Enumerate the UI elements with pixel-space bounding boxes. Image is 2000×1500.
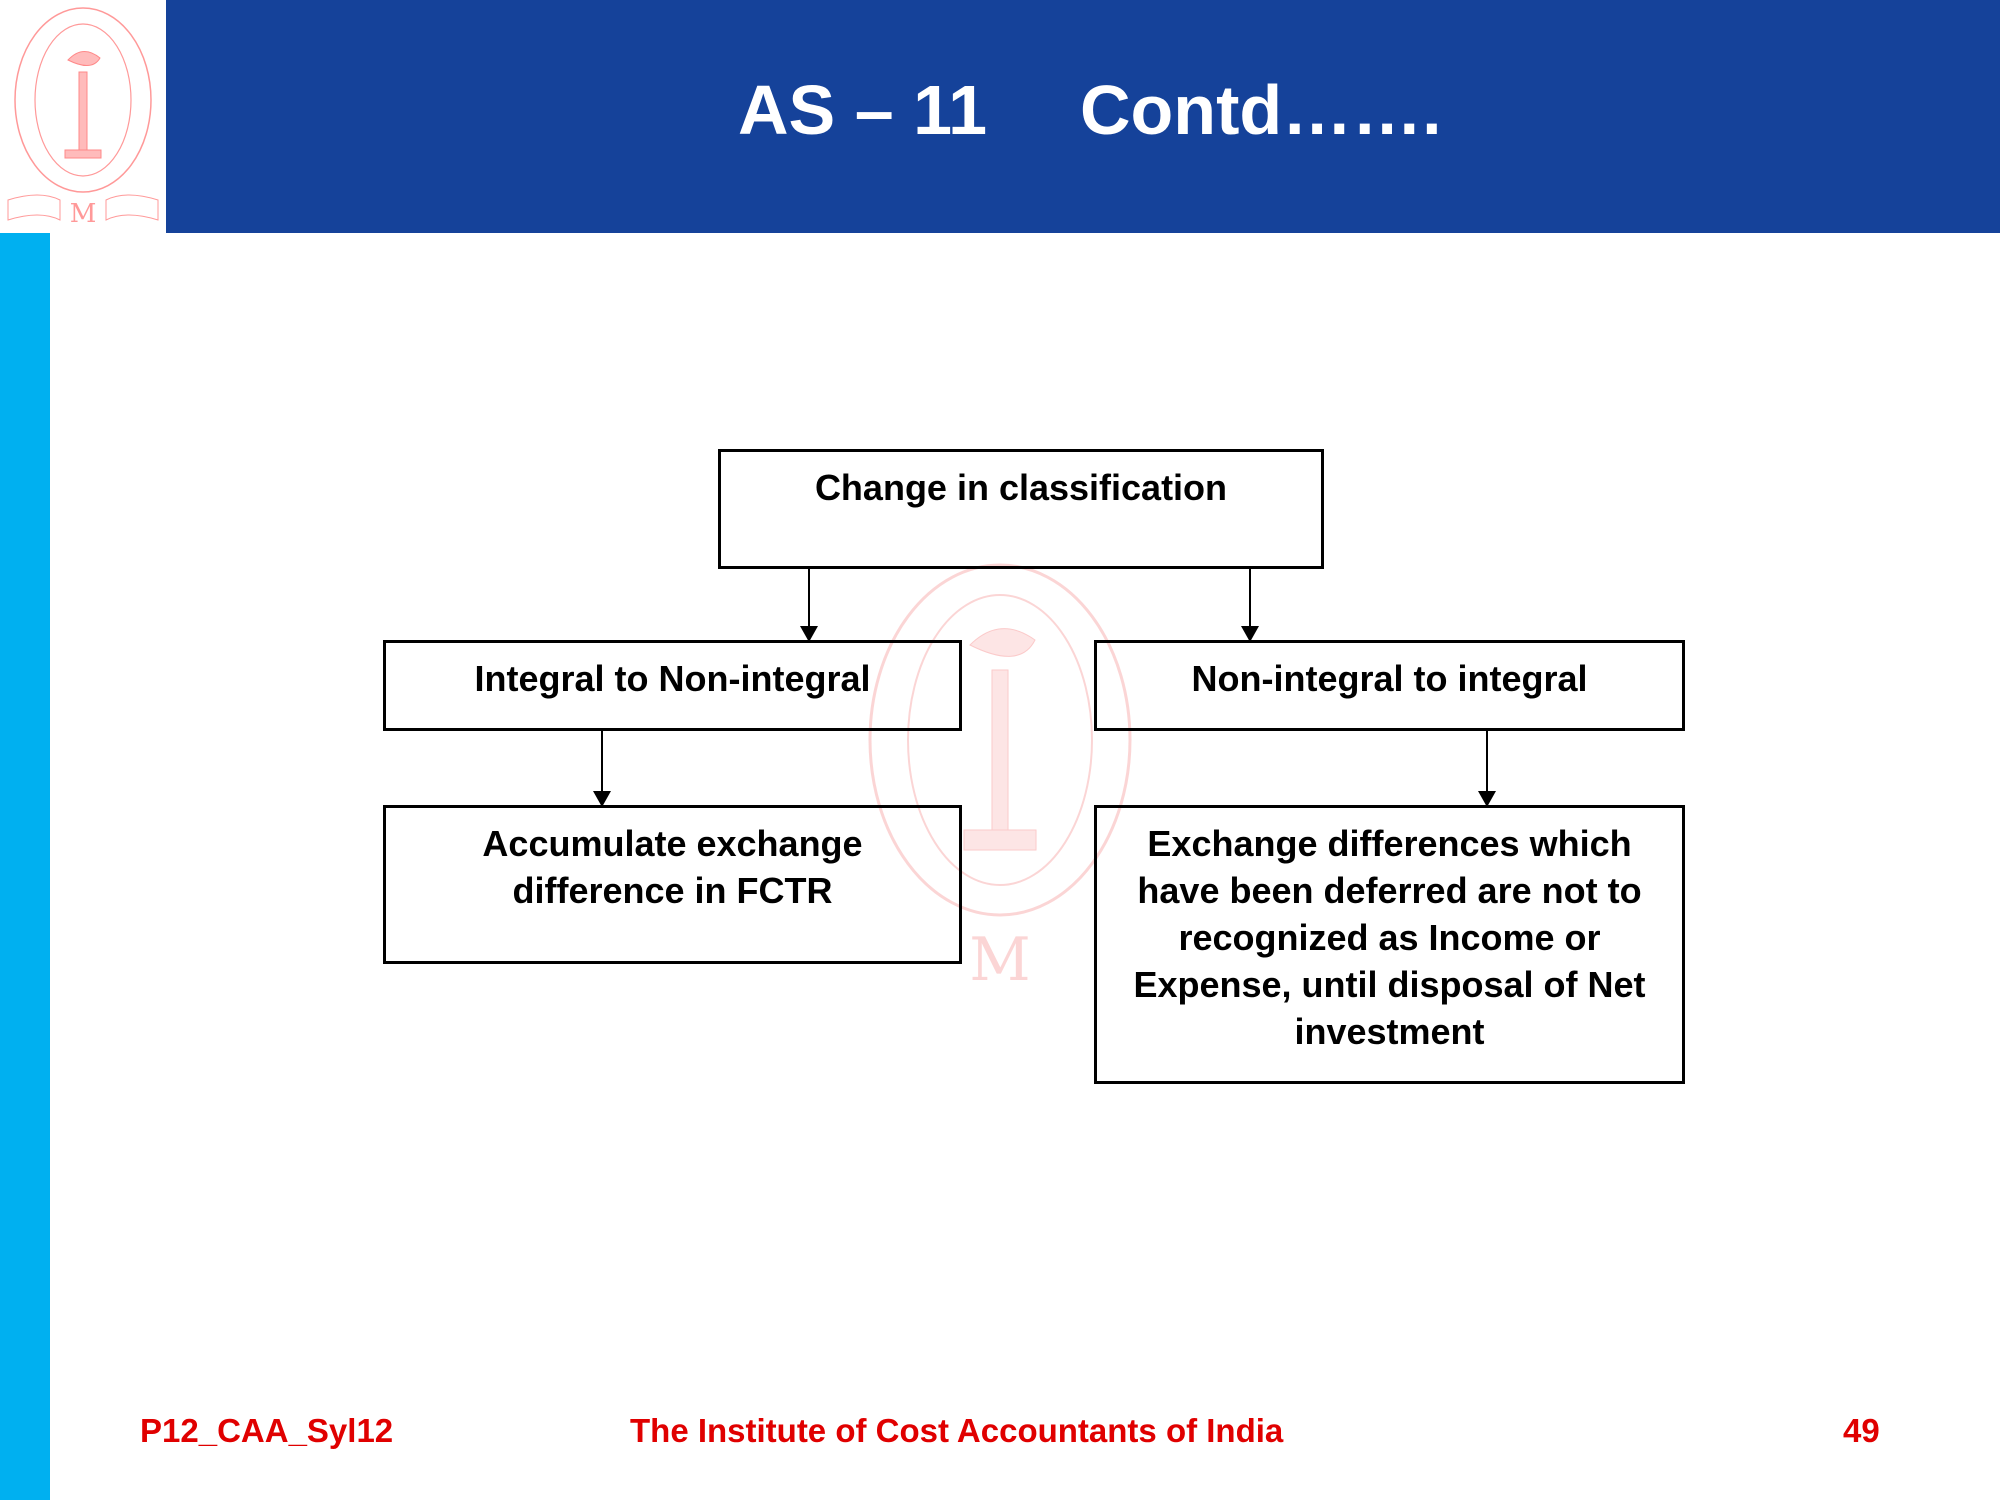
slide-title: AS – 11 (738, 71, 988, 149)
arrow-to-right-result (1478, 730, 1496, 807)
slide-title-contd: Contd……. (1080, 71, 1442, 149)
right-branch-box: Non-integral to integral (1094, 640, 1685, 731)
left-result-label: Accumulate exchange difference in FCTR (482, 823, 863, 911)
svg-text:M: M (969, 925, 1030, 995)
footer-code: P12_CAA_Syl12 (140, 1412, 394, 1449)
right-result-label: Exchange differences which have been def… (1133, 823, 1646, 1052)
left-branch-box: Integral to Non-integral (383, 640, 962, 731)
arrow-to-left-branch (800, 568, 818, 642)
footer-institute: The Institute of Cost Accountants of Ind… (630, 1412, 1284, 1449)
watermark-logo: M (868, 563, 1132, 995)
right-branch-label: Non-integral to integral (1191, 658, 1588, 699)
svg-text:M: M (70, 199, 97, 229)
right-result-box: Exchange differences which have been def… (1094, 805, 1685, 1084)
left-result-box: Accumulate exchange difference in FCTR (383, 805, 962, 964)
arrow-to-left-result (593, 730, 611, 807)
root-label: Change in classification (814, 467, 1228, 508)
page-number: 49 (1843, 1412, 1880, 1449)
root-box: Change in classification (718, 449, 1324, 569)
left-branch-label: Integral to Non-integral (474, 658, 871, 699)
accent-sidebar (0, 233, 50, 1500)
institute-logo: M (7, 7, 159, 229)
slide-header: AS – 11 Contd……. (166, 0, 2000, 233)
arrow-to-right-branch (1241, 568, 1259, 642)
